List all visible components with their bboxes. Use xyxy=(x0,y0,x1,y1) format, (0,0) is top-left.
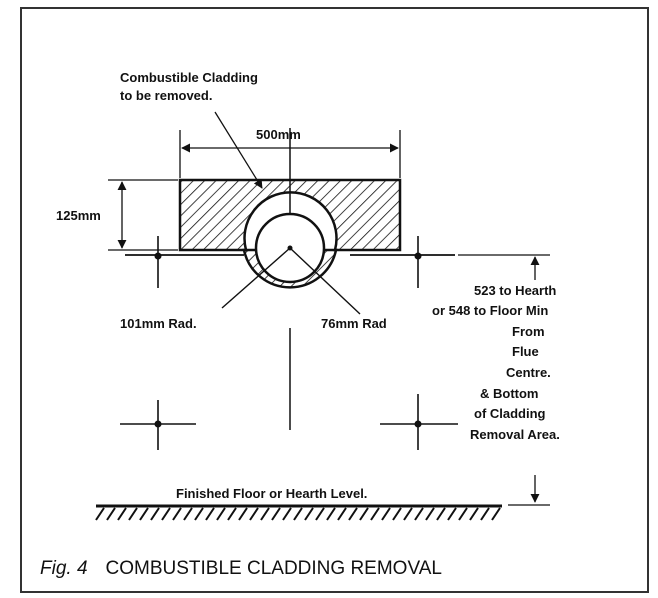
floor-hatch-tick xyxy=(172,507,182,521)
floor-hatching xyxy=(95,507,501,521)
crosshair-left-top xyxy=(154,236,162,288)
floor-hatch-tick xyxy=(271,507,281,521)
clearance-line-1: 523 to Hearth xyxy=(474,283,556,298)
floor-hatch-tick xyxy=(381,507,391,521)
cladding-leader xyxy=(214,111,263,189)
floor-hatch-tick xyxy=(194,507,204,521)
floor-hatch-tick xyxy=(359,507,369,521)
clearance-line-5: Centre. xyxy=(506,365,551,380)
floor-hatch-tick xyxy=(128,507,138,521)
clearance-line-8: Removal Area. xyxy=(470,427,560,442)
floor-hatch-tick xyxy=(458,507,468,521)
outer-radius-label: 101mm Rad. xyxy=(120,316,197,331)
floor-hatch-tick xyxy=(392,507,402,521)
width-label: 500mm xyxy=(256,127,301,142)
radius-line-outer xyxy=(221,247,291,309)
floor-hatch-tick xyxy=(403,507,413,521)
floor-hatch-tick xyxy=(304,507,314,521)
cladding-label-line2: to be removed. xyxy=(120,88,212,103)
floor-hatch-tick xyxy=(238,507,248,521)
crosshair-right-bottom xyxy=(380,394,458,450)
figure-caption: Fig. 4 COMBUSTIBLE CLADDING REMOVAL xyxy=(40,558,442,579)
inner-radius-label: 76mm Rad xyxy=(321,316,387,331)
floor-hatch-tick xyxy=(227,507,237,521)
floor-label: Finished Floor or Hearth Level. xyxy=(176,486,367,501)
floor-hatch-tick xyxy=(469,507,479,521)
floor-hatch-tick xyxy=(161,507,171,521)
crosshair-left-bottom xyxy=(120,400,196,450)
floor-hatch-tick xyxy=(260,507,270,521)
floor-hatch-tick xyxy=(414,507,424,521)
floor-hatch-tick xyxy=(216,507,226,521)
crosshair-right-top xyxy=(414,236,422,288)
floor-hatch-tick xyxy=(315,507,325,521)
figure-border xyxy=(20,7,649,593)
floor-hatch-tick xyxy=(249,507,259,521)
floor-hatch-tick xyxy=(337,507,347,521)
radius-line-inner xyxy=(289,247,361,315)
clearance-line-4: Flue xyxy=(512,344,539,359)
floor-hatch-tick xyxy=(436,507,446,521)
floor-hatch-tick xyxy=(370,507,380,521)
floor-hatch-tick xyxy=(480,507,490,521)
floor-hatch-tick xyxy=(425,507,435,521)
clearance-line-6: & Bottom xyxy=(480,386,539,401)
height-label: 125mm xyxy=(56,208,101,223)
clearance-line-7: of Cladding xyxy=(474,406,546,421)
cladding-label-line1: Combustible Cladding xyxy=(120,70,258,85)
floor-hatch-tick xyxy=(491,507,501,521)
floor-hatch-tick xyxy=(139,507,149,521)
floor-hatch-tick xyxy=(106,507,116,521)
floor-hatch-tick xyxy=(282,507,292,521)
floor-hatch-tick xyxy=(326,507,336,521)
floor-hatch-tick xyxy=(447,507,457,521)
caption-number: Fig. 4 xyxy=(40,558,88,579)
clearance-line-3: From xyxy=(512,324,545,339)
floor-hatch-tick xyxy=(95,507,105,521)
floor-hatch-tick xyxy=(183,507,193,521)
cladding-hatched-area xyxy=(178,178,402,252)
floor-hatch-tick xyxy=(205,507,215,521)
floor-hatch-tick xyxy=(150,507,160,521)
floor-hatch-tick xyxy=(348,507,358,521)
clearance-line-2: or 548 to Floor Min xyxy=(432,303,548,318)
caption-title: COMBUSTIBLE CLADDING REMOVAL xyxy=(106,558,442,579)
floor-hatch-tick xyxy=(117,507,127,521)
floor-hatch-tick xyxy=(293,507,303,521)
flue-centre-point xyxy=(287,245,293,251)
